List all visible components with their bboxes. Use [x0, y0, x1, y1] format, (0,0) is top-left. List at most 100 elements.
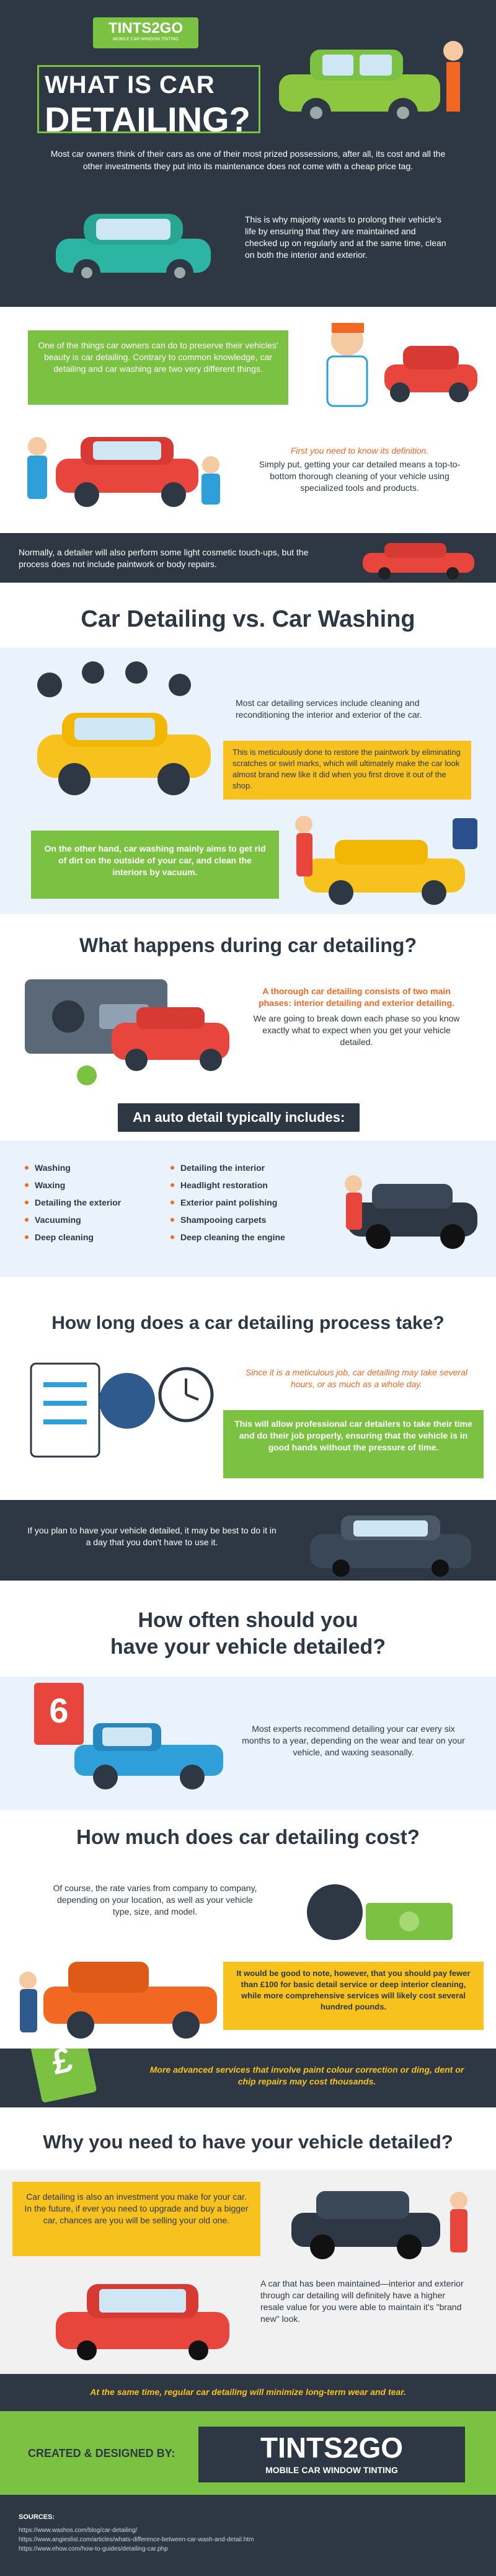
- during-p1-title: A thorough car detailing consists of two…: [259, 986, 454, 1008]
- money-bag-cash-illustration: [307, 1884, 453, 1940]
- source-link[interactable]: https://www.angieslist.com/articles/what…: [19, 2536, 254, 2543]
- dashboard-car-illustration: [25, 979, 229, 1085]
- hero-p3: Simply put, getting your car detailed me…: [259, 459, 461, 493]
- during-heading: What happens during car detailing?: [79, 934, 417, 956]
- logo-text: TINTS2GO: [108, 20, 183, 37]
- sources-section: SOURCES: https://www.washos.com/blog/car…: [0, 2495, 496, 2576]
- calendar-icon: 6: [34, 1683, 84, 1745]
- hero-title-line2: DETAILING?: [45, 100, 250, 139]
- sources-list: https://www.washos.com/blog/car-detailin…: [19, 2526, 254, 2554]
- cost-p1: Of course, the rate varies from company …: [53, 1883, 257, 1917]
- footer-logo-text: TINTS2GO: [260, 2432, 404, 2464]
- pound-symbol: £: [48, 2049, 76, 2082]
- hero-p4: Normally, a detailer will also perform s…: [19, 547, 309, 569]
- dark-car-detailer-illustration: [345, 1175, 477, 1249]
- yellow-car-tools-illustration: [37, 661, 211, 795]
- red-car-front-illustration: [56, 2284, 229, 2360]
- vs-section: Most car detailing services include clea…: [0, 648, 496, 914]
- person-red-car-illustration: [326, 323, 477, 407]
- during-list-col2: Detailing the interior Headlight restora…: [170, 1159, 285, 1246]
- green-text-panel-3: [223, 1410, 484, 1478]
- green-text-panel: [28, 330, 288, 405]
- vs-p3: On the other hand, car washing mainly ai…: [44, 844, 266, 877]
- hero-p3-section: First you need to know its definition. S…: [0, 415, 496, 524]
- howlong-section: Since it is a meticulous job, car detail…: [0, 1345, 496, 1500]
- vs-p2: This is meticulously done to restore the…: [232, 748, 461, 790]
- sources-label: SOURCES:: [19, 2513, 55, 2521]
- hero-p1: This is why majority wants to prolong th…: [245, 214, 446, 260]
- footer-logo-tagline: MOBILE CAR WINDOW TINTING: [265, 2465, 398, 2475]
- list-item: Vacuuming: [25, 1211, 121, 1228]
- green-text-panel-2: [31, 831, 279, 899]
- red-car-small-icon: [363, 543, 474, 580]
- list-item: Deep cleaning the engine: [170, 1228, 285, 1246]
- source-link[interactable]: https://www.ehow.com/how-to-guides/detai…: [19, 2546, 168, 2552]
- list-item: Headlight restoration: [170, 1176, 285, 1194]
- hero-p2: One of the things car owners can do to p…: [38, 340, 278, 374]
- orange-pickup-mechanic-illustration: [19, 1962, 217, 2039]
- calendar-number: 6: [49, 1691, 69, 1730]
- list-item: Exterior paint polishing: [170, 1194, 285, 1211]
- list-item: Washing: [25, 1159, 121, 1176]
- footer-logo[interactable]: TINTS2GO MOBILE CAR WINDOW TINTING: [198, 2427, 465, 2482]
- hero-section: TINTS2GO MOBILE CAR WINDOW TINTING WHAT …: [0, 0, 496, 189]
- logo-tagline: MOBILE CAR WINDOW TINTING: [113, 37, 179, 42]
- vs-p1: Most car detailing services include clea…: [236, 698, 422, 720]
- list-item: Shampooing carpets: [170, 1211, 285, 1228]
- cost-p3-band: £ More advanced services that involve pa…: [0, 2049, 496, 2107]
- why-p2: A car that has been maintained—interior …: [260, 2278, 464, 2324]
- howoften-heading-line2: have your vehicle detailed?: [110, 1635, 386, 1659]
- list-item: Waxing: [25, 1176, 121, 1194]
- during-badge: An auto detail typically includes:: [118, 1103, 360, 1132]
- hero-p4-section: Normally, a detailer will also perform s…: [0, 533, 496, 583]
- logo[interactable]: TINTS2GO MOBILE CAR WINDOW TINTING: [93, 17, 198, 48]
- howlong-heading: How long does a car detailing process ta…: [51, 1313, 445, 1333]
- howoften-heading-line1: How often should you: [138, 1608, 358, 1632]
- during-p1: We are going to break down each phase so…: [253, 1013, 460, 1047]
- why-heading-section: Why you need to have your vehicle detail…: [0, 2107, 496, 2169]
- footer-credit-band: CREATED & DESIGNED BY: TINTS2GO MOBILE C…: [0, 2411, 496, 2495]
- hero-p3-title: First you need to know its definition.: [290, 446, 429, 456]
- list-item: Detailing the interior: [170, 1159, 285, 1176]
- vs-heading: Car Detailing vs. Car Washing: [81, 606, 415, 632]
- howlong-p2: This will allow professional car detaile…: [234, 1419, 472, 1452]
- cost-p2: It would be good to note, however, that …: [236, 1969, 471, 2011]
- during-intro-section: A thorough car detailing consists of two…: [0, 973, 496, 1097]
- title-frame: [37, 65, 260, 133]
- why-heading: Why you need to have your vehicle detail…: [43, 2131, 453, 2153]
- cost-p3: More advanced services that involve pain…: [149, 2065, 464, 2086]
- howlong-p3-section: If you plan to have your vehicle detaile…: [0, 1500, 496, 1581]
- hero-car-illustration: [279, 41, 463, 128]
- source-link[interactable]: https://www.washos.com/blog/car-detailin…: [19, 2527, 138, 2534]
- why-p3-band: At the same time, regular car detailing …: [0, 2374, 496, 2411]
- howlong-p3: If you plan to have your vehicle detaile…: [27, 1525, 277, 1547]
- list-item: Detailing the exterior: [25, 1194, 121, 1211]
- during-list-col1: Washing Waxing Detailing the exterior Va…: [25, 1159, 121, 1246]
- why-section: Car detailing is also an investment you …: [0, 2169, 496, 2374]
- clipboard-clock-illustration: [30, 1362, 214, 1458]
- car-wash-illustration: [295, 816, 477, 905]
- howoften-p1: Most experts recommend detailing your ca…: [242, 1724, 465, 1757]
- vs-heading-section: Car Detailing vs. Car Washing: [0, 583, 496, 648]
- mechanic-red-car-illustration: [27, 437, 220, 507]
- yellow-text-panel: [223, 741, 471, 800]
- hero-title-line1: WHAT IS CAR: [45, 71, 215, 99]
- howoften-heading-section: How often should you have your vehicle d…: [0, 1581, 496, 1677]
- cost-heading: How much does car detailing cost?: [76, 1825, 420, 1848]
- howlong-heading-section: How long does a car detailing process ta…: [0, 1277, 496, 1345]
- howoften-section: 6 Most experts recommend detailing your …: [0, 1677, 496, 1810]
- why-p1: Car detailing is also an investment you …: [24, 2192, 249, 2225]
- hero-p1-section: This is why majority wants to prolong th…: [0, 189, 496, 307]
- pound-note-icon: £: [27, 2049, 97, 2104]
- during-heading-section: What happens during car detailing?: [0, 914, 496, 973]
- dark-car-salesman-illustration: [291, 2191, 467, 2259]
- yellow-text-panel-2: [223, 1962, 484, 2030]
- teal-car-icon: [56, 214, 211, 286]
- dark-car-front-icon: [310, 1515, 471, 1577]
- hero-intro: Most car owners think of their cars as o…: [50, 149, 446, 171]
- hero-p2-section: One of the things car owners can do to p…: [0, 307, 496, 415]
- cost-section: Of course, the rate varies from company …: [0, 1869, 496, 2107]
- yellow-text-panel-3: [12, 2182, 260, 2256]
- blue-pickup-illustration: [74, 1723, 223, 1789]
